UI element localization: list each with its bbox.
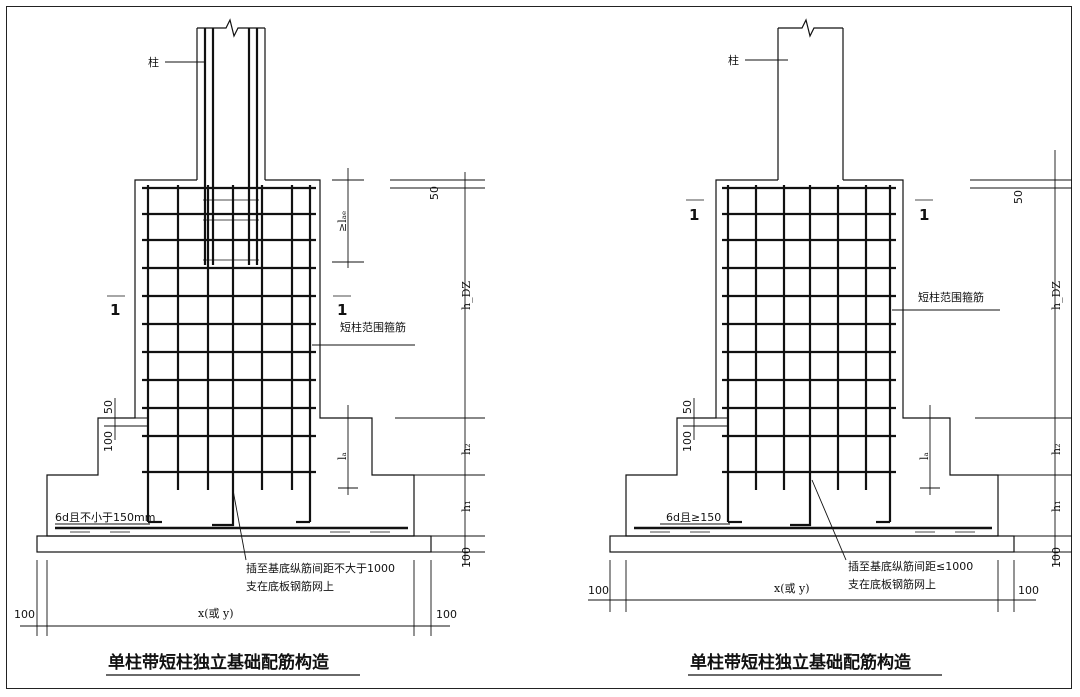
right-foundation-outline	[625, 179, 999, 537]
right-h1: h₁	[1050, 501, 1063, 513]
right-stirrups	[722, 186, 896, 474]
left-insert-note-2: 支在底板钢筋网上	[246, 579, 334, 593]
left-bottom-mesh	[55, 526, 408, 533]
left-dim-100-left: 100	[14, 608, 35, 621]
left-bed-slab	[36, 535, 432, 553]
right-dim-100-bottom: 100	[1050, 547, 1063, 568]
right-la: lₐ	[918, 452, 931, 460]
right-column-label: 柱	[728, 53, 739, 67]
left-dim-100-bottom: 100	[460, 547, 473, 568]
left-column-label: 柱	[148, 55, 159, 69]
left-h-dz: h_DZ	[460, 281, 473, 310]
right-section-mark-b: 1	[919, 206, 929, 224]
right-caption: 单柱带短柱独立基础配筋构造	[690, 652, 912, 673]
left-base-note: 6d且不小于150mm	[55, 511, 155, 524]
left-dim-100-step: 100	[102, 431, 115, 452]
right-base-note: 6d且≥150	[666, 511, 721, 524]
right-dim-100-left: 100	[588, 584, 609, 597]
right-insert-note-2: 支在底板钢筋网上	[848, 577, 936, 591]
left-embed-label: ≥lₐₑ	[336, 211, 349, 232]
left-h2: h₂	[460, 444, 473, 456]
right-vertical-rebars	[726, 185, 892, 527]
left-caption: 单柱带短柱独立基础配筋构造	[108, 652, 330, 673]
right-dim-50-top: 50	[1012, 190, 1025, 204]
left-la: lₐ	[336, 452, 349, 460]
right-width-label: x(或 y)	[774, 582, 810, 595]
right-drawing: 柱 1 1 短柱范围箍筋 50 h_DZ h₂ h₁ 100 lₐ 50 100	[588, 18, 1072, 676]
left-stirrups	[142, 186, 316, 474]
left-width-label: x(或 y)	[198, 607, 234, 620]
right-stirrup-label: 短柱范围箍筋	[918, 290, 984, 304]
right-column	[777, 18, 844, 180]
left-dim-50-step: 50	[102, 400, 115, 414]
right-insert-note-1: 插至基底纵筋间距≤1000	[848, 559, 973, 573]
right-bottom-mesh	[634, 526, 992, 533]
left-insert-note-1: 插至基底纵筋间距不大于1000	[246, 561, 395, 575]
left-section-mark-b: 1	[337, 301, 347, 319]
right-section-mark-a: 1	[689, 206, 699, 224]
right-dim-50-step: 50	[681, 400, 694, 414]
left-vertical-rebars	[146, 185, 312, 527]
left-dim-100-right: 100	[436, 608, 457, 621]
left-section-mark-a: 1	[110, 301, 120, 319]
right-bed-slab	[609, 535, 1015, 553]
left-h1: h₁	[460, 501, 473, 513]
right-h-dz: h_DZ	[1050, 281, 1063, 310]
drawing-frame	[6, 6, 1072, 689]
left-drawing: 柱 ≥lₐₑ 1 1 短柱范围箍筋 50 h_DZ h₂ h₁ 100 lₐ	[14, 18, 485, 676]
right-dim-100-right: 100	[1018, 584, 1039, 597]
left-foundation-outline	[46, 179, 415, 537]
right-dim-100-step: 100	[681, 431, 694, 452]
right-h2: h₂	[1050, 444, 1063, 456]
left-stirrup-label: 短柱范围箍筋	[340, 320, 406, 334]
left-dim-50-top: 50	[428, 186, 441, 200]
